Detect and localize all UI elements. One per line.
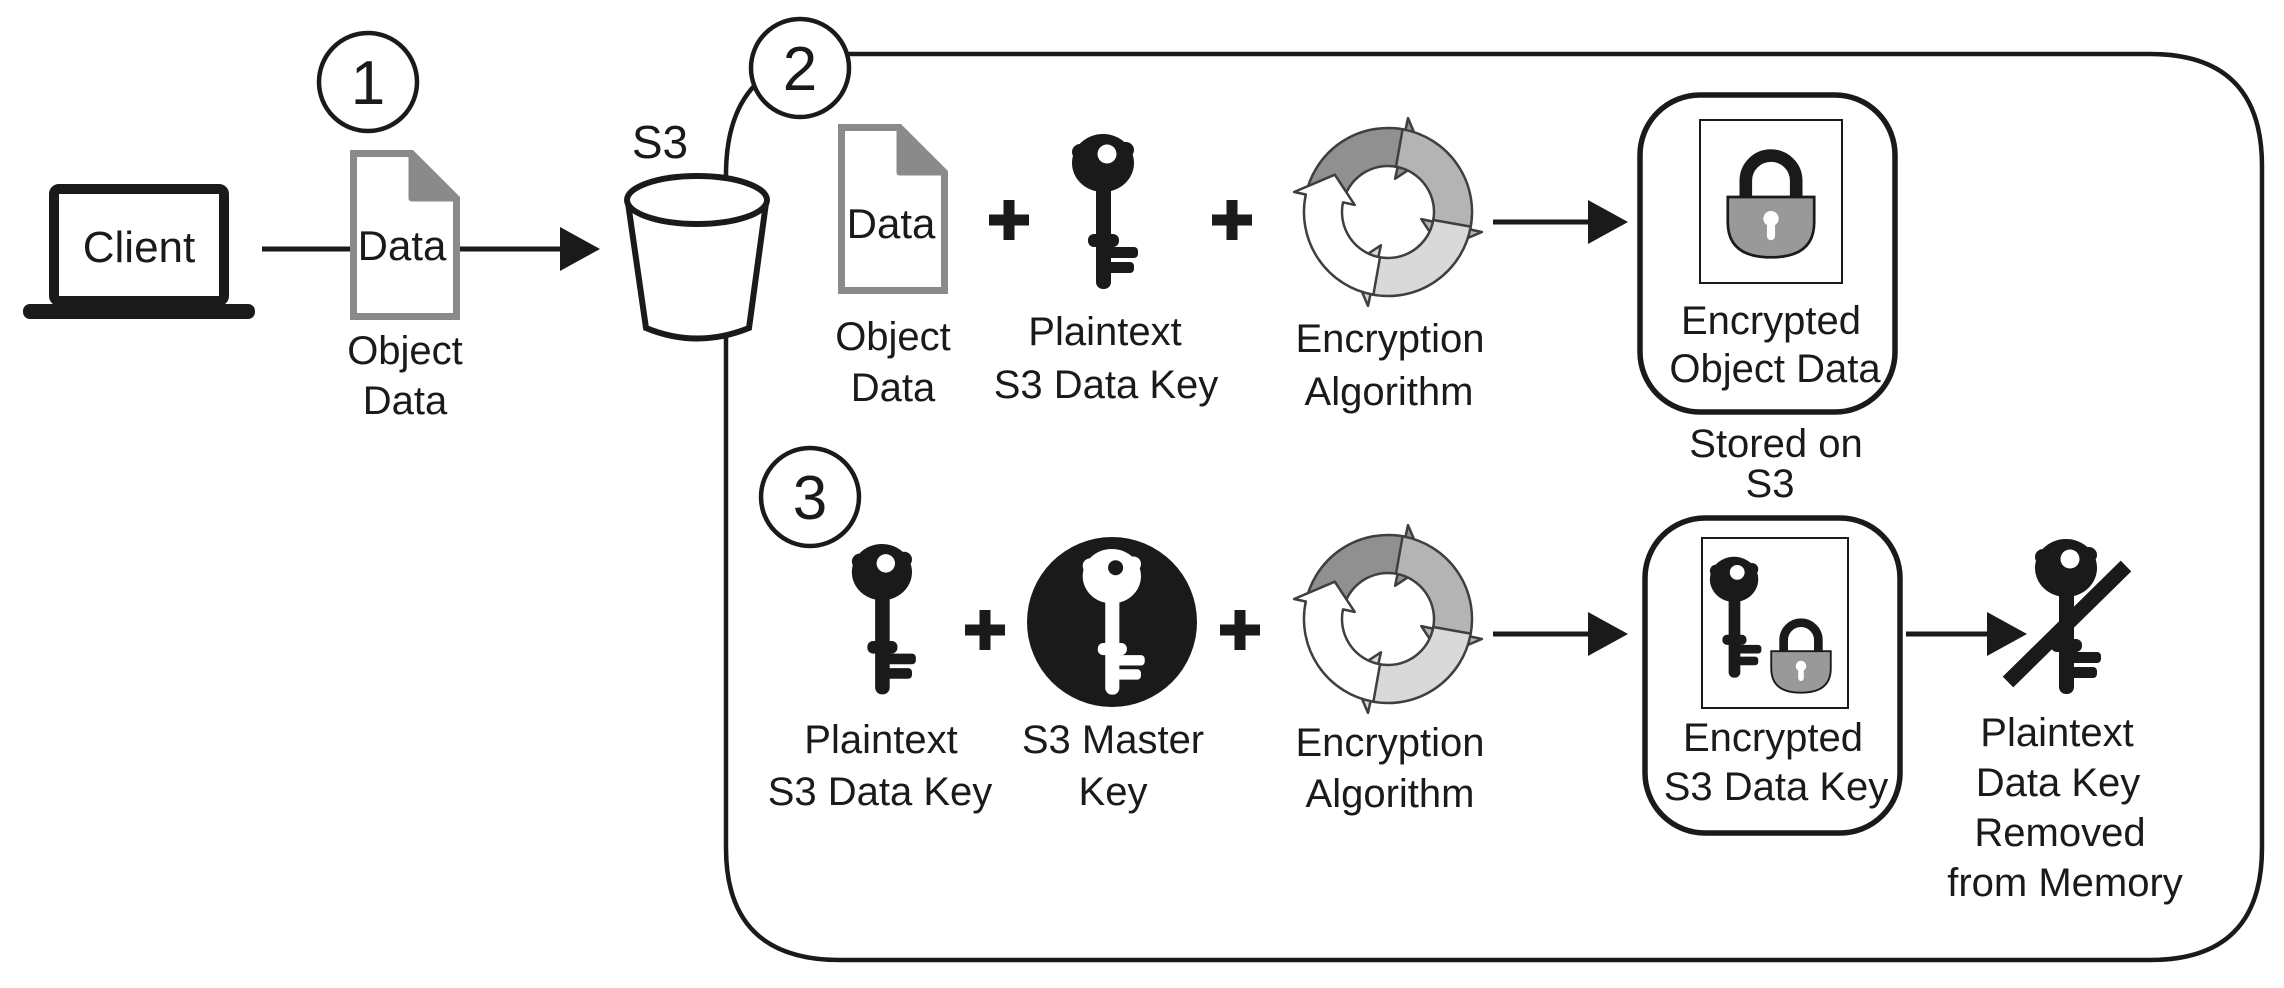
object-data-caption-line2: Data (363, 379, 448, 423)
plus-icon-1 (989, 200, 1029, 240)
plaintext-data-key-icon-2 (851, 543, 916, 695)
stored-on-s3-note-line2: S3 (1746, 462, 1795, 506)
encrypted-object-caption-line2: Object Data (1669, 347, 1881, 391)
step-1-number: 1 (351, 49, 385, 118)
key-removed-caption-line2: Data Key (1976, 761, 2141, 805)
key-removed-caption-line3: Removed (1974, 811, 2145, 855)
plus-icon-2 (1212, 200, 1252, 240)
document-data-label: Data (358, 222, 447, 269)
encrypted-s3-data-key-box (1642, 515, 1903, 836)
master-key-caption-line2: Key (1079, 770, 1148, 814)
key-removal-arrowhead (1987, 612, 2027, 656)
object-data-caption2-line1: Object (835, 315, 951, 359)
s3-master-key-icon (1027, 537, 1197, 707)
encryption-caption2-line2: Algorithm (1306, 772, 1475, 816)
s3-bucket-icon (624, 173, 770, 342)
encryption-caption1-line1: Encryption (1296, 317, 1485, 361)
s3-label: S3 (632, 116, 688, 168)
encrypted-object-data-box (1637, 92, 1898, 415)
plaintext-key2-caption-line1: Plaintext (804, 718, 957, 762)
plaintext-data-key-icon (1072, 134, 1138, 289)
crossed-out-key-icon (2002, 539, 2132, 694)
encrypted-key-icon (1709, 556, 1762, 678)
encrypted-key-caption-line1: Encrypted (1683, 716, 1863, 760)
client-label: Client (83, 223, 196, 272)
object-data-caption2-line2: Data (851, 366, 936, 410)
encrypted-key-caption-line2: S3 Data Key (1664, 765, 1889, 809)
encryption-caption1-line2: Algorithm (1305, 370, 1474, 414)
step3-result-arrowhead (1588, 612, 1628, 656)
object-data-caption-line1: Object (347, 329, 463, 373)
encryption-algorithm-icon-2 (1294, 525, 1482, 713)
plaintext-key-caption-line2: S3 Data Key (994, 363, 1219, 407)
client-laptop-icon (23, 184, 255, 319)
s3-boundary-box (723, 51, 2265, 963)
data-to-s3-arrowhead (560, 227, 600, 271)
step-2-number: 2 (783, 35, 817, 104)
step2-result-arrowhead (1588, 200, 1628, 244)
master-key-caption-line1: S3 Master (1022, 718, 1204, 762)
encryption-algorithm-icon-1 (1294, 118, 1482, 306)
key-removed-caption-line4: from Memory (1947, 861, 2183, 905)
encrypted-object-caption-line1: Encrypted (1681, 299, 1861, 343)
stored-on-s3-note-line1: Stored on (1689, 422, 1862, 466)
encryption-caption2-line1: Encryption (1296, 721, 1485, 765)
plaintext-key2-caption-line2: S3 Data Key (768, 770, 993, 814)
step-3-number: 3 (793, 464, 827, 533)
plaintext-key-caption-line1: Plaintext (1028, 310, 1181, 354)
plus-icon-4 (1220, 610, 1260, 650)
key-removed-caption-line1: Plaintext (1980, 711, 2133, 755)
plus-icon-3 (965, 610, 1005, 650)
document-data-label-2: Data (847, 200, 936, 247)
